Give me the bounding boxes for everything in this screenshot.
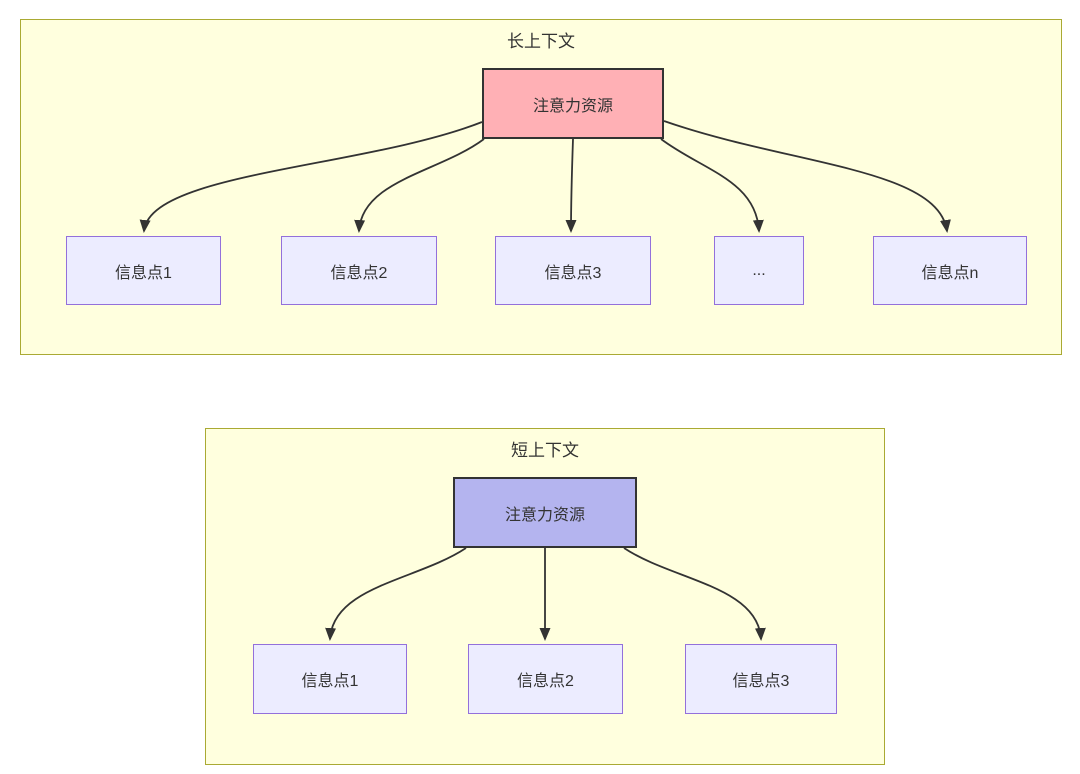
short-info-node-1: 信息点1 xyxy=(253,644,407,714)
long-context-title: 长上下文 xyxy=(507,32,575,51)
long-info-node-n: 信息点n xyxy=(873,236,1027,305)
long-info-node-2: 信息点2 xyxy=(281,236,437,305)
short-info-node-2: 信息点2 xyxy=(468,644,623,714)
long-info-node-1: 信息点1 xyxy=(66,236,221,305)
long-info-node-ellipsis: ... xyxy=(714,236,804,305)
short-info-node-3: 信息点3 xyxy=(685,644,837,714)
short-context-title: 短上下文 xyxy=(511,441,579,460)
long-context-attention-node: 注意力资源 xyxy=(482,68,664,139)
short-context-attention-node: 注意力资源 xyxy=(453,477,637,548)
long-info-node-3: 信息点3 xyxy=(495,236,651,305)
